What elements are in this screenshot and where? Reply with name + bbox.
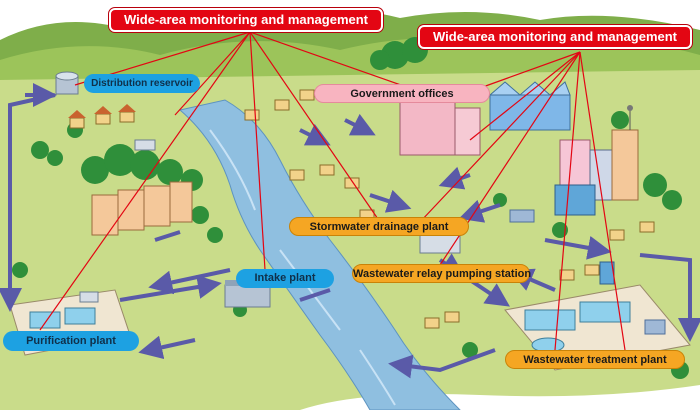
monitoring-lines: [39, 31, 626, 351]
government-offices-label: Government offices: [314, 84, 490, 103]
wastewater-treatment-plant-label: Wastewater treatment plant: [505, 350, 685, 369]
factory-icon: [488, 81, 571, 131]
government-building: [399, 94, 481, 156]
flow-arrows: [0, 83, 700, 379]
pumping-station: [419, 209, 535, 254]
antenna-icon: [627, 105, 633, 130]
monitoring-label-right: Wide-area monitoring and management: [418, 25, 692, 49]
intake-plant-label: Intake plant: [236, 269, 334, 288]
distribution-reservoir-label: Distribution reservoir: [84, 74, 200, 93]
tank-icon: [55, 71, 79, 95]
treatment-facility: [504, 261, 691, 371]
house-icon: [68, 104, 156, 151]
monitoring-label-left: Wide-area monitoring and management: [109, 8, 383, 32]
apartment-buildings: [91, 181, 193, 236]
wastewater-relay-pumping-station-label: Wastewater relay pumping station: [352, 264, 531, 283]
stormwater-drainage-plant-label: Stormwater drainage plant: [289, 217, 469, 236]
city-buildings: [554, 129, 639, 216]
purification-plant-label: Purification plant: [3, 331, 139, 351]
